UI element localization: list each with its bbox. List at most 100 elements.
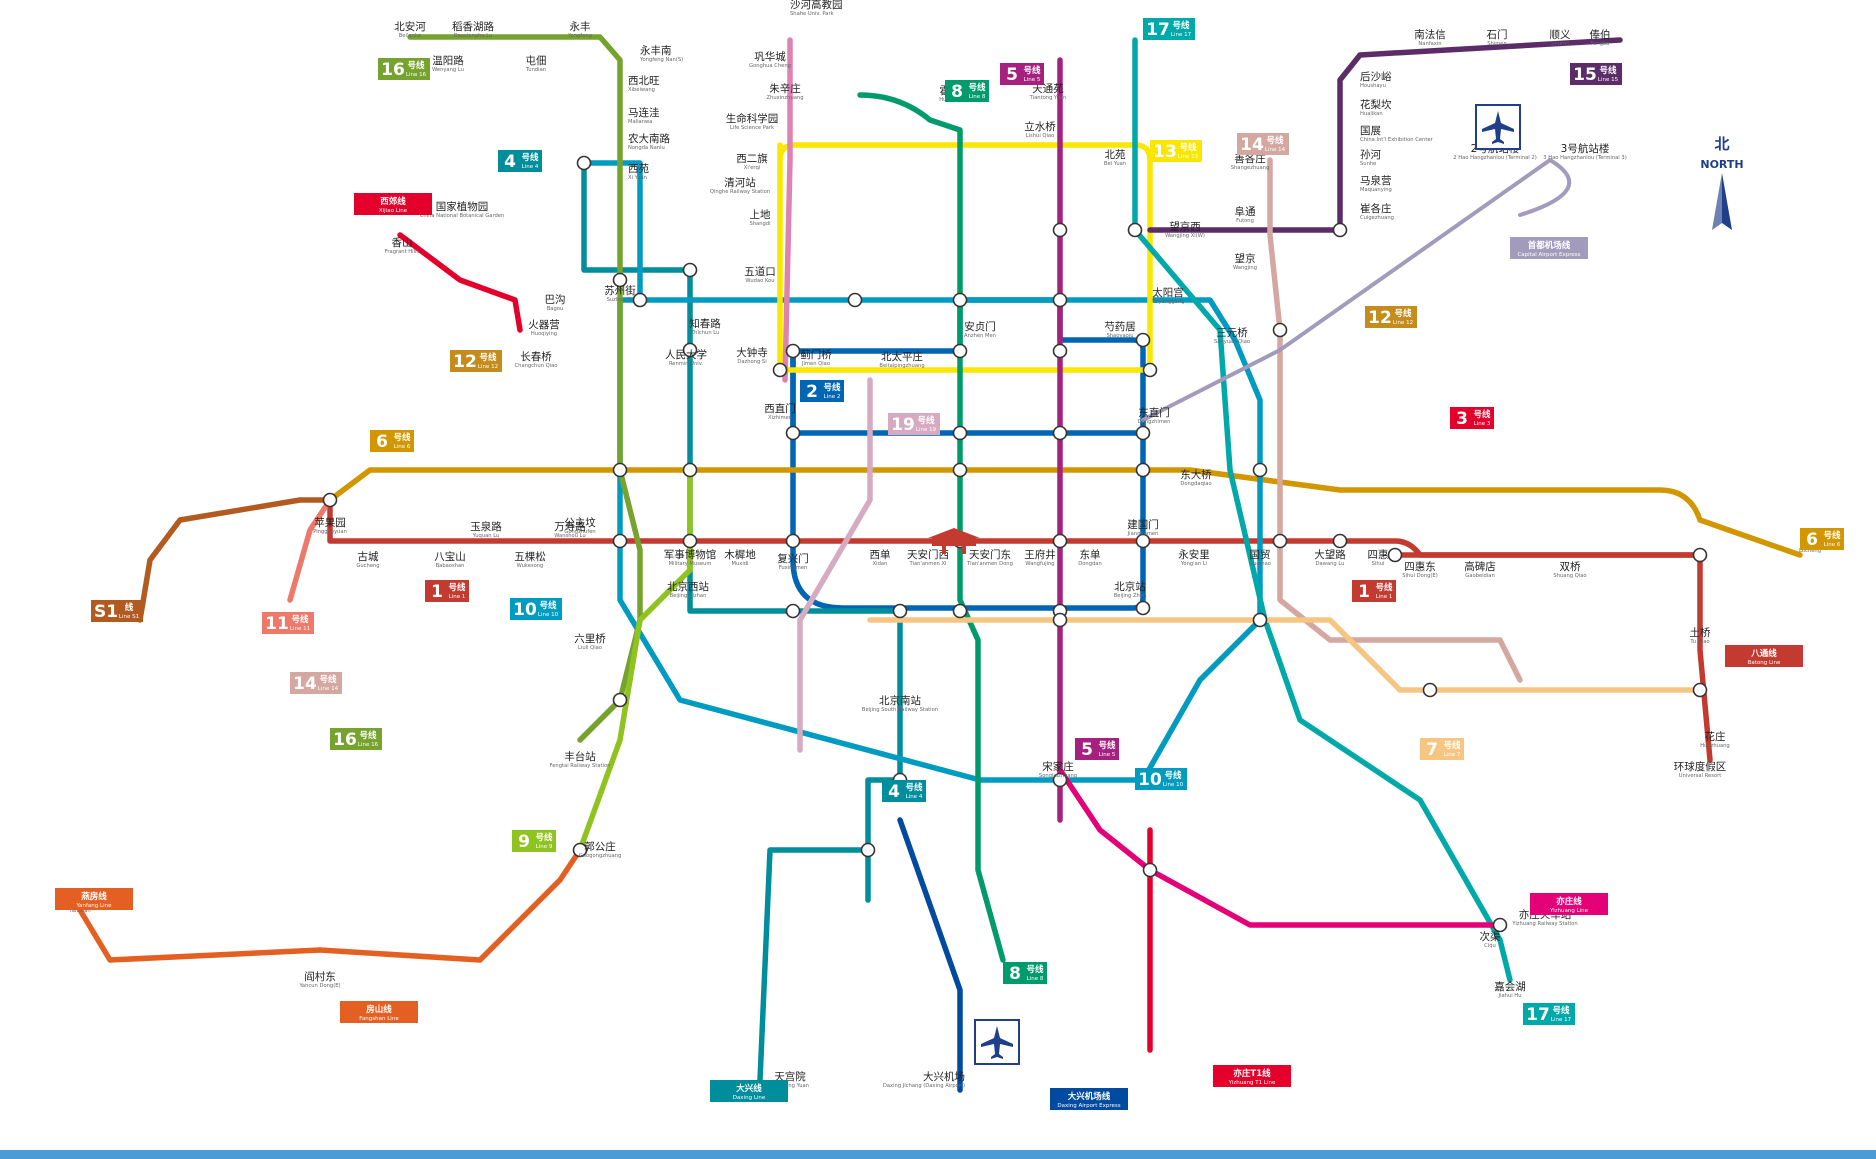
interchange-marker bbox=[1252, 612, 1268, 628]
badge-cn: 线 bbox=[125, 602, 134, 613]
north-arrow-icon bbox=[1712, 173, 1732, 230]
station-name-en: Lishui Qiao bbox=[1026, 133, 1055, 139]
badge-number: 6 bbox=[376, 432, 388, 452]
compass-cn: 北 bbox=[1714, 135, 1729, 153]
badge-background bbox=[512, 830, 556, 852]
badge-background bbox=[370, 430, 414, 452]
badge-background bbox=[425, 580, 469, 602]
badge-cn: 号线 bbox=[917, 415, 935, 426]
station-name-cn: 西直门 bbox=[764, 402, 796, 415]
badge-cn: 亦庄线 bbox=[1556, 896, 1582, 907]
station-name-en: Tundian bbox=[525, 67, 546, 73]
line-capital-airport bbox=[1141, 158, 1572, 422]
badge-number: 10 bbox=[513, 600, 537, 620]
interchange-marker bbox=[1052, 772, 1068, 788]
station-name-cn: 蓟门桥 bbox=[800, 348, 832, 361]
badge-en: Line 1 bbox=[1376, 594, 1393, 600]
badge-cn: 号线 bbox=[393, 432, 411, 443]
interchange-marker bbox=[682, 533, 698, 549]
station-name-cn: 立水桥 bbox=[1024, 120, 1056, 133]
interchange-marker bbox=[860, 842, 876, 858]
station-name-cn: 温阳路 bbox=[432, 54, 464, 67]
badge-number: 13 bbox=[1153, 142, 1177, 162]
badge-number: 6 bbox=[1806, 530, 1818, 550]
badge-number: 8 bbox=[951, 82, 963, 102]
badge-number: 14 bbox=[1240, 135, 1264, 155]
station-name-en: Anzhen Men bbox=[964, 333, 996, 339]
station-name-en: Beijing Xizhan bbox=[670, 593, 707, 599]
line-daxing bbox=[757, 847, 871, 1083]
station-name-en: Taiyanggong bbox=[1151, 299, 1185, 305]
station-name-en: Tian'anmen Dong bbox=[966, 561, 1013, 567]
badge-en: Line 4 bbox=[906, 794, 923, 800]
badge-en: Line 3 bbox=[1474, 421, 1491, 427]
interchange-marker bbox=[1135, 425, 1151, 441]
badge-background bbox=[945, 80, 989, 102]
badge-en: Line 14 bbox=[1265, 147, 1286, 153]
badge-en: Line 4 bbox=[522, 164, 539, 170]
interchange-marker bbox=[612, 462, 628, 478]
station-name-cn: 大钟寺 bbox=[736, 346, 768, 359]
station-name-cn: 古城 bbox=[358, 550, 379, 563]
station-name-en: Tu Qiao bbox=[1689, 639, 1709, 645]
badge-background bbox=[1510, 237, 1588, 259]
station-name-cn: 香山 bbox=[392, 237, 413, 249]
station-name-cn: 西北旺 bbox=[628, 75, 660, 87]
station-name-en: Fragrant Hills bbox=[385, 249, 420, 255]
station-name-cn: 高碑店 bbox=[1464, 560, 1496, 573]
line-19 bbox=[797, 377, 873, 753]
station-name-cn: 宋家庄 bbox=[1042, 760, 1074, 773]
badge-background bbox=[888, 413, 940, 435]
station-name-cn: 芍药居 bbox=[1104, 320, 1136, 333]
badge-background bbox=[354, 193, 432, 215]
interchange-marker bbox=[772, 362, 788, 378]
badge-en: Line 15 bbox=[1598, 77, 1619, 83]
station-name-cn: 四惠 bbox=[1368, 548, 1389, 561]
station-name-en: 3 Hao Hangzhanlou (Terminal 3) bbox=[1543, 155, 1626, 161]
station-name-cn: 望京西 bbox=[1169, 220, 1201, 233]
station-name-cn: 东单 bbox=[1080, 548, 1101, 561]
interchange-marker bbox=[612, 692, 628, 708]
station-name-cn: 长春桥 bbox=[520, 351, 552, 363]
station-name-cn: 天安门西 bbox=[907, 548, 949, 561]
badge-en: Line 2 bbox=[824, 394, 841, 400]
interchange-marker bbox=[1135, 332, 1151, 348]
interchange-marker bbox=[785, 343, 801, 359]
interchange-marker bbox=[1052, 425, 1068, 441]
station-name-en: Ciqu bbox=[1484, 943, 1496, 949]
station-name-cn: 西单 bbox=[870, 549, 891, 561]
station-name-cn: 北京站 bbox=[1114, 580, 1146, 593]
interchange-marker bbox=[1127, 222, 1143, 238]
badge-number: 15 bbox=[1573, 65, 1597, 85]
badge-cn: 燕房线 bbox=[81, 891, 107, 902]
interchange-marker bbox=[952, 425, 968, 441]
station-name-en: Fuxingmen bbox=[779, 565, 808, 571]
airport-daxing-icon bbox=[974, 1019, 1020, 1065]
badge-en: Line S1 bbox=[119, 614, 139, 620]
